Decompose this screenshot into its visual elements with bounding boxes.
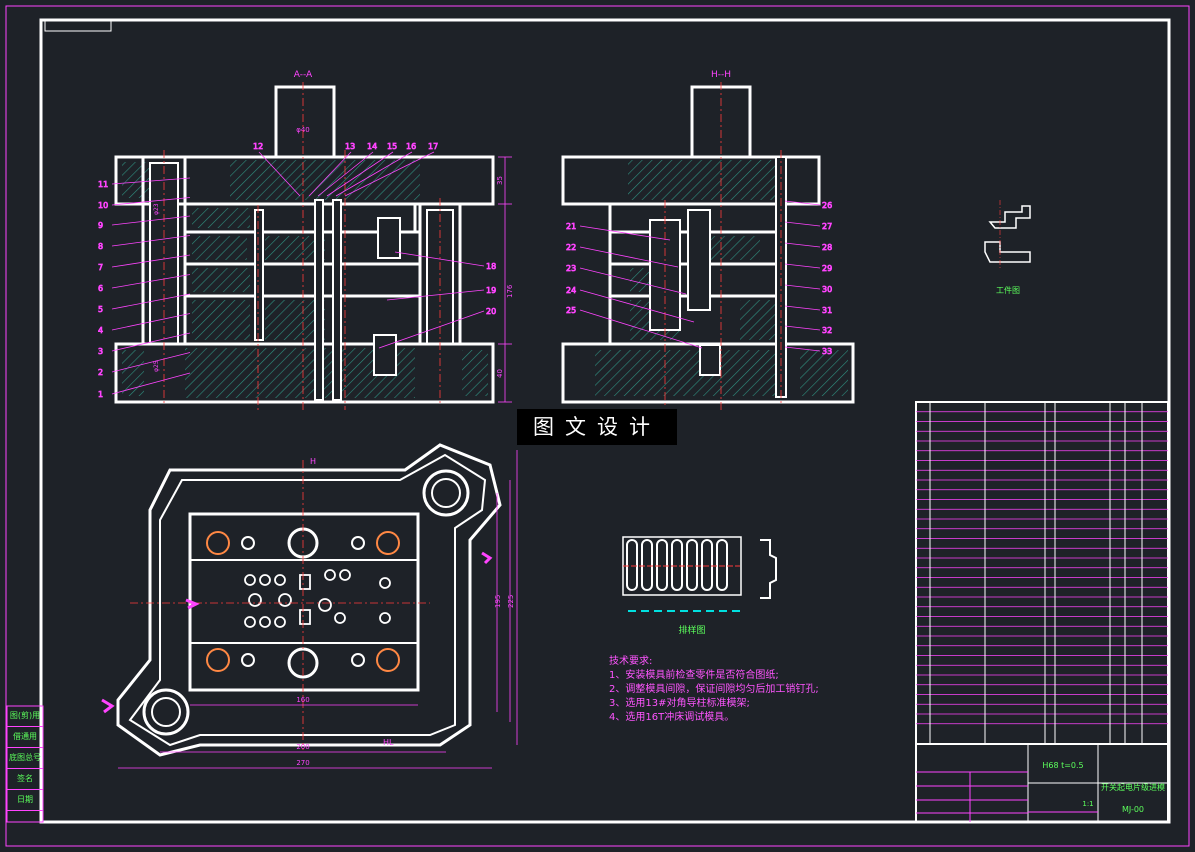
part-number-label: 9 (98, 221, 103, 230)
part-number-label: 2 (98, 368, 103, 377)
note-item: 1、安装模具前检查零件是否符合图纸; (609, 670, 779, 681)
plan-h-top: H (310, 457, 316, 466)
part-number-label: 26 (822, 201, 832, 210)
part-number-label: 7 (98, 263, 103, 272)
note-item: 2、调整模具间隙，保证间隙均匀后加工销钉孔; (609, 684, 819, 695)
dim-w200: 200 (296, 743, 309, 751)
dim-h40: 40 (496, 369, 504, 378)
part-number-label: 3 (98, 347, 103, 356)
note-item: 3、选用13#对角导柱标准模架; (609, 698, 750, 709)
part-number-label: 5 (98, 305, 103, 314)
part-number-label: 22 (566, 243, 576, 252)
part-number-label: 25 (566, 306, 576, 315)
side-label: 底图总号 (7, 748, 43, 769)
part-number-label: 1 (98, 390, 103, 399)
dim-h35: 35 (496, 176, 504, 185)
dim-v195: 195 (494, 595, 502, 608)
side-label-column (6, 705, 44, 823)
dim-h176: 176 (506, 284, 514, 298)
part-number-label: 15 (387, 142, 397, 151)
part-number-label: 13 (345, 142, 355, 151)
notes-title: 技术要求: (609, 656, 653, 667)
dim-d25: φ25 (153, 360, 160, 372)
part-number-label: 12 (253, 142, 263, 151)
watermark: 图文设计 (517, 409, 677, 445)
title-block: H68 t=0.5 开关起电片级进模 MJ-00 1:1 (915, 743, 1169, 823)
title-scale: 1:1 (1082, 800, 1093, 808)
workpiece-label: 工件图 (996, 285, 1020, 295)
part-number-label: 31 (822, 306, 832, 315)
side-label: 借通用 (7, 727, 43, 748)
corner-tag (44, 18, 112, 32)
plan-view: H HL 160 200 270 195 225 (101, 443, 518, 769)
part-number-label: 23 (566, 264, 576, 273)
part-number-label: 24 (566, 286, 576, 295)
section-hh: H--H 21 22 23 24 25 26 27 28 29 30 31 32 33 (561, 70, 855, 410)
dim-w270: 270 (296, 759, 309, 767)
part-number-label: 29 (822, 264, 832, 273)
part-number-label: 6 (98, 284, 103, 293)
outer-frame (5, 5, 1190, 847)
part-number-label: 11 (98, 180, 108, 189)
title-drawing-no: MJ-00 (1122, 805, 1144, 814)
parts-list-table (915, 401, 1169, 745)
title-material: H68 t=0.5 (1042, 761, 1083, 770)
part-number-label: 32 (822, 326, 832, 335)
part-number-label: 30 (822, 285, 832, 294)
dim-d23: φ23 (153, 203, 160, 215)
part-number-label: 8 (98, 242, 103, 251)
part-number-label: 17 (428, 142, 438, 151)
technical-notes: 技术要求: 1、安装模具前检查零件是否符合图纸; 2、调整模具间隙，保证间隙均匀… (609, 655, 819, 725)
title-name: 开关起电片级进模 (1101, 782, 1165, 792)
strip-layout: 排样图 (622, 536, 777, 636)
part-number-label: 10 (98, 201, 108, 210)
side-labels: 图(剪)用 借通用 底图总号 签名 日期 (7, 706, 43, 811)
plan-h-bottom: HL (383, 738, 394, 747)
section-aa-label: A--A (294, 70, 313, 80)
part-number-label: 27 (822, 222, 832, 231)
side-label: 图(剪)用 (7, 706, 43, 727)
part-number-label: 16 (406, 142, 416, 151)
part-number-label: 18 (486, 262, 496, 271)
side-label: 签名 (7, 769, 43, 790)
note-item: 4、选用16T冲床调试模具。 (609, 712, 735, 723)
section-hh-label: H--H (711, 70, 731, 80)
part-number-label: 20 (486, 307, 496, 316)
part-number-label: 19 (486, 286, 496, 295)
dim-w160: 160 (296, 696, 309, 704)
part-number-label: 33 (822, 347, 832, 356)
part-number-label: 14 (367, 142, 377, 151)
strip-layout-label: 排样图 (678, 624, 705, 636)
side-label: 日期 (7, 790, 43, 811)
dim-v225: 225 (507, 595, 515, 608)
section-aa: A--A φ40 (98, 70, 514, 410)
workpiece-drawing: 工件图 (984, 200, 1031, 295)
part-number-label: 21 (566, 222, 576, 231)
part-number-label: 28 (822, 243, 832, 252)
part-number-label: 4 (98, 326, 103, 335)
